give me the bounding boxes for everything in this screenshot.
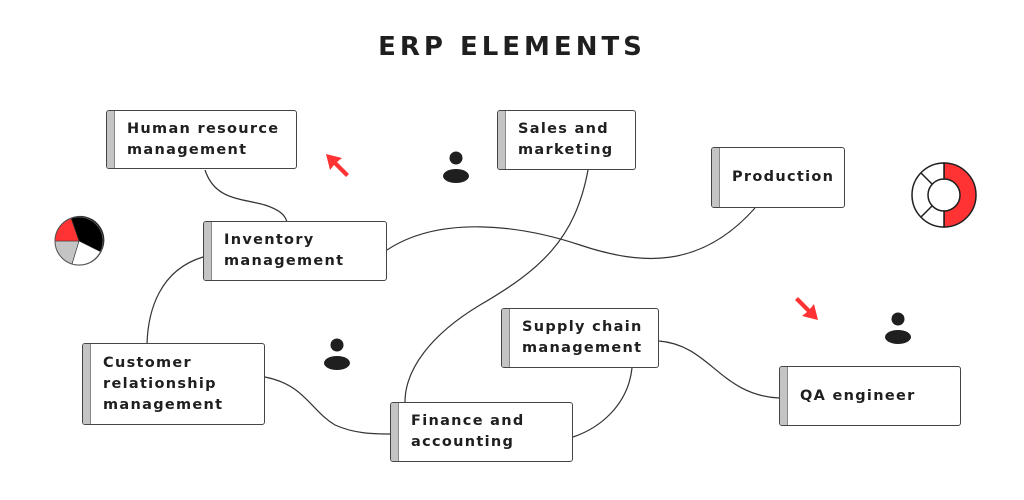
node-label: QA engineer xyxy=(800,387,916,404)
node-qa-engineer[interactable]: QA engineer xyxy=(779,366,961,426)
donut-chart-icon xyxy=(911,162,977,228)
connector-crm-finance xyxy=(264,376,391,435)
node-label: Supply chain management xyxy=(522,319,643,356)
user-icon xyxy=(885,312,911,344)
connector-inventory-crm xyxy=(146,256,204,345)
node-human-resource-management[interactable]: Human resource management xyxy=(106,110,297,169)
node-accent-bar xyxy=(712,148,720,207)
connector-inventory-production xyxy=(386,207,756,260)
node-accent-bar xyxy=(502,309,510,367)
pie-chart-icon xyxy=(54,215,105,266)
node-accent-bar xyxy=(780,367,788,425)
connector-sales-finance xyxy=(404,169,589,403)
cursor-arrow-icon xyxy=(326,154,349,177)
node-accent-bar xyxy=(498,111,506,169)
node-label: Production xyxy=(732,169,835,185)
node-finance-and-accounting[interactable]: Finance and accounting xyxy=(390,402,573,462)
node-label: Customer relationship management xyxy=(103,354,224,413)
node-label: Inventory management xyxy=(224,232,345,269)
node-accent-bar xyxy=(204,222,212,280)
user-icon xyxy=(324,338,350,370)
connector-supply-finance xyxy=(572,367,633,438)
diagram-title: ERP ELEMENTS xyxy=(378,32,646,62)
node-accent-bar xyxy=(83,344,91,424)
cursor-arrow-icon xyxy=(795,297,818,320)
node-sales-and-marketing[interactable]: Sales and marketing xyxy=(497,110,636,170)
node-accent-bar xyxy=(107,111,115,168)
node-label: Human resource management xyxy=(127,120,280,158)
node-supply-chain-management[interactable]: Supply chain management xyxy=(501,308,659,368)
connector-hr-inventory xyxy=(204,169,288,223)
node-label: Sales and marketing xyxy=(518,121,614,158)
node-production[interactable]: Production xyxy=(711,147,845,208)
pie-slice-black xyxy=(70,215,105,253)
node-inventory-management[interactable]: Inventory management xyxy=(203,221,387,281)
donut-segment-white xyxy=(911,162,945,228)
donut-segment-red xyxy=(943,162,977,228)
node-customer-relationship-management[interactable]: Customer relationship management xyxy=(82,343,265,425)
user-icon xyxy=(443,151,469,183)
node-label: Finance and accounting xyxy=(411,413,525,450)
node-accent-bar xyxy=(391,403,399,461)
connector-supply-qa xyxy=(658,340,780,399)
